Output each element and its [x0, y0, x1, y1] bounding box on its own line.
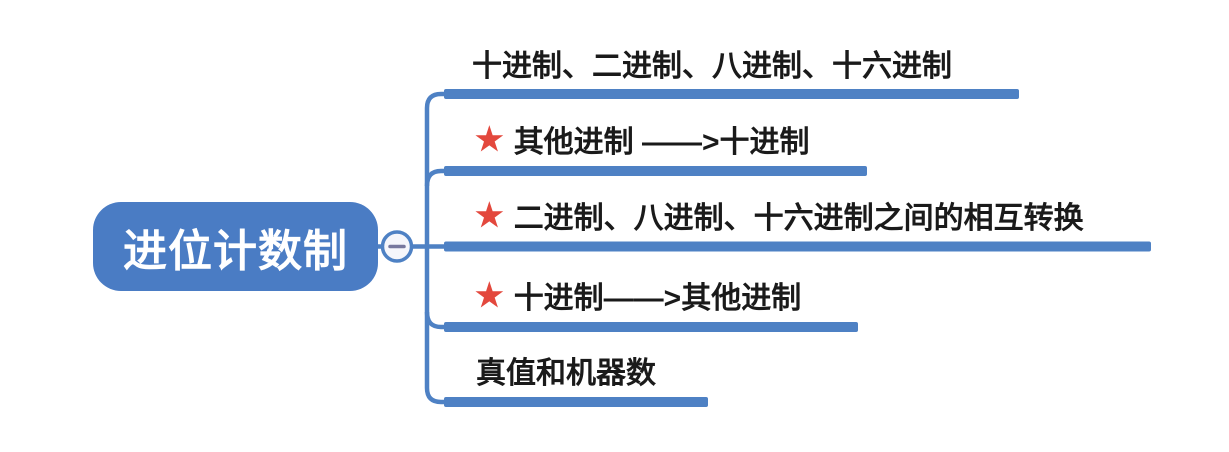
collapse-button[interactable] — [380, 230, 414, 263]
branch-4-label: 十进制——>其他进制 — [513, 282, 802, 315]
star-icon: ★ — [475, 277, 504, 313]
branch-topic-1[interactable]: 十进制、二进制、八进制、十六进制 — [472, 44, 952, 83]
branch-line-4 — [444, 322, 858, 332]
branch-line-1 — [444, 89, 1019, 99]
branch-line-3 — [444, 241, 1151, 252]
connector-branch-2-curve — [424, 168, 452, 187]
branch-1-label: 十进制、二进制、八进制、十六进制 — [472, 50, 952, 83]
branch-topic-3[interactable]: ★ 二进制、八进制、十六进制之间的相互转换 — [475, 196, 1084, 235]
star-icon: ★ — [475, 121, 504, 157]
connector-branch-4-curve — [424, 311, 452, 330]
branch-topic-2[interactable]: ★ 其他进制 ——>十进制 — [475, 120, 810, 159]
branch-line-2 — [444, 166, 867, 176]
branch-5-label: 真值和机器数 — [476, 357, 656, 390]
connector-trunk — [424, 91, 452, 405]
star-icon: ★ — [475, 197, 504, 233]
branch-3-label: 二进制、八进制、十六进制之间的相互转换 — [513, 202, 1084, 235]
branch-line-5 — [444, 397, 708, 407]
branch-2-label: 其他进制 ——>十进制 — [513, 126, 810, 159]
branch-topic-4[interactable]: ★ 十进制——>其他进制 — [475, 276, 802, 315]
root-topic[interactable]: 进位计数制 — [93, 202, 378, 291]
root-topic-label: 进位计数制 — [123, 226, 348, 276]
branch-topic-5[interactable]: 真值和机器数 — [476, 351, 656, 390]
